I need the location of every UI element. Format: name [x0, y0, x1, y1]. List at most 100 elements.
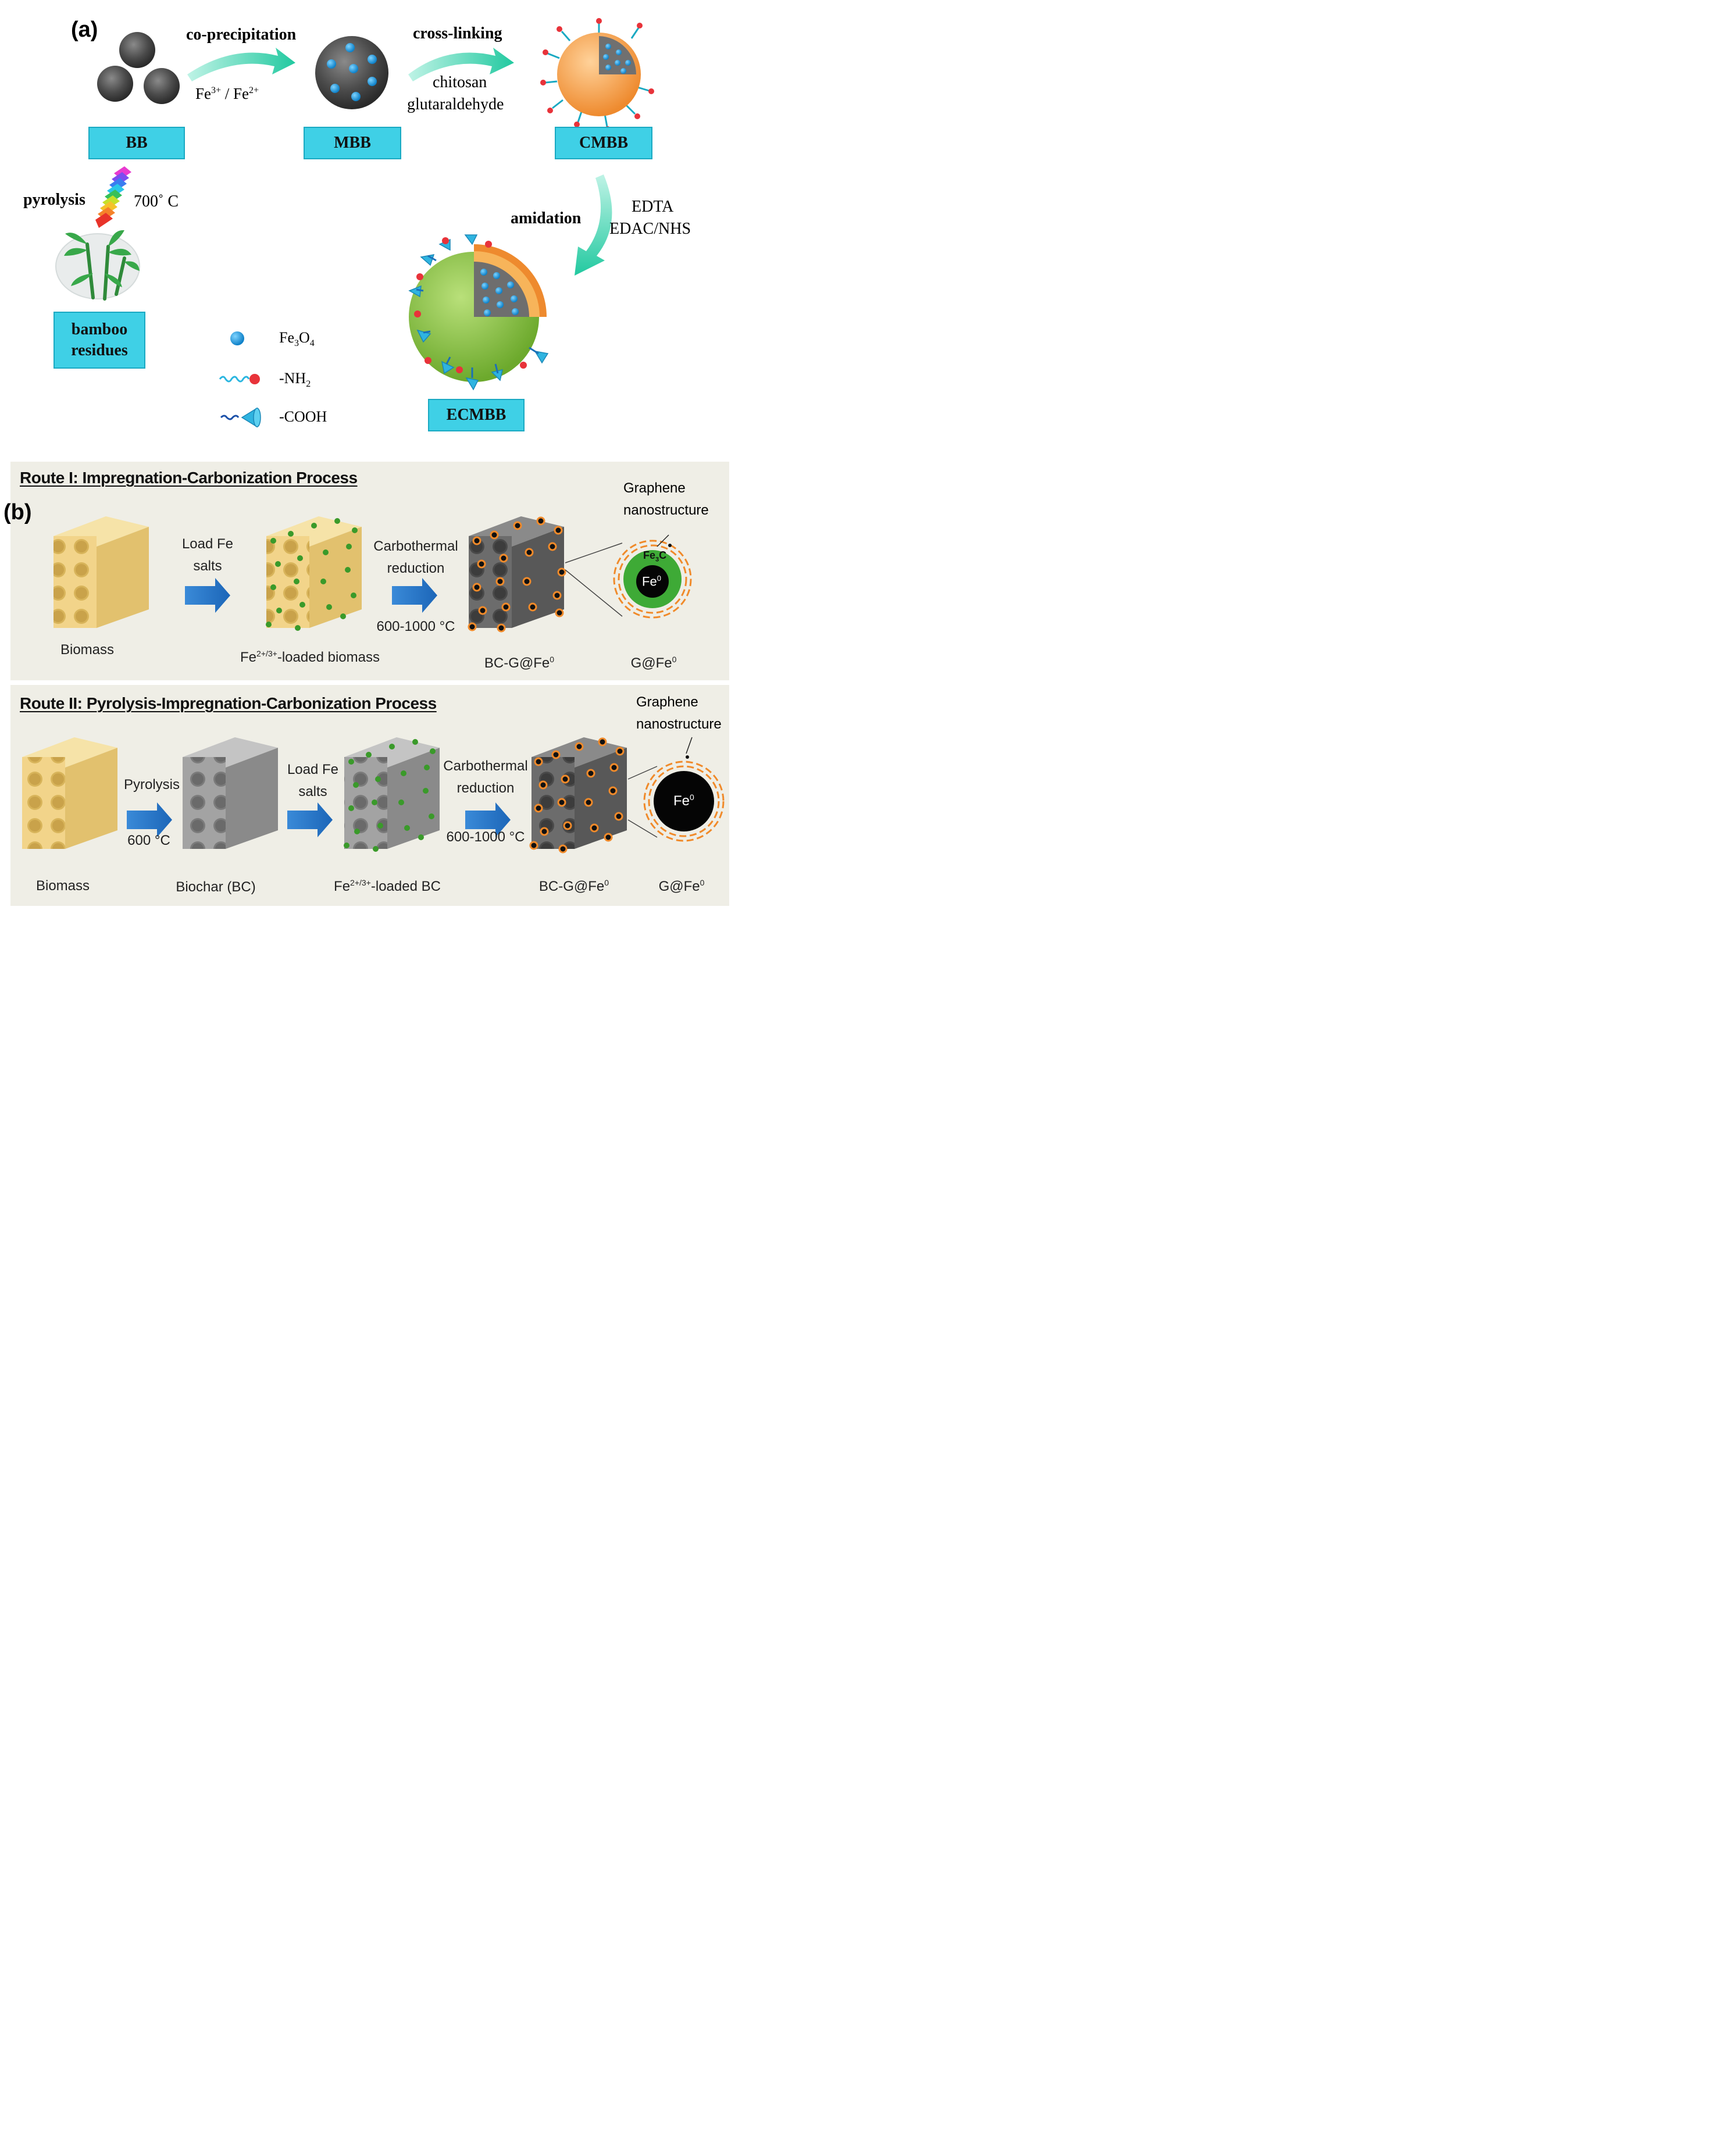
- nh2-base: -NH: [279, 370, 306, 387]
- gfe-pre: G@Fe: [630, 655, 672, 671]
- route2-loaded-sup: 2+/3+: [350, 878, 371, 887]
- route2-step3-line1: Carbothermal: [443, 758, 528, 774]
- route1-label-loaded: Fe2+/3+-loaded biomass: [237, 649, 383, 666]
- fe3c-c: C: [659, 549, 667, 561]
- route2-arrow-2: [287, 802, 333, 837]
- pyrolysis-label: pyrolysis: [23, 191, 85, 209]
- route2-step3-temp: 600-1000 °C: [446, 829, 525, 845]
- route2-step1-temp: 600 °C: [127, 833, 170, 848]
- route1-label-biomass: Biomass: [60, 642, 115, 658]
- cross-linking-reagent-1: chitosan: [433, 73, 487, 91]
- route1-core-fe: Fe0: [642, 574, 661, 588]
- route2-label-biochar: Biochar (BC): [176, 879, 256, 895]
- bamboo-line-2: residues: [71, 341, 128, 359]
- route2-step2-line1: Load Fe: [287, 762, 339, 777]
- route1-arrow-1: [185, 578, 230, 613]
- route1-biomass-block: [53, 516, 149, 628]
- route1-step1-line2: salts: [193, 558, 222, 574]
- bamboo-illustration: [55, 230, 140, 301]
- route2-core-fe-base: Fe: [673, 793, 690, 809]
- route2-label-biomass: Biomass: [35, 878, 90, 894]
- legend-nh2-label: -NH2: [279, 371, 311, 389]
- route1-title: Route I: Impregnation-Carbonization Proc…: [20, 469, 358, 487]
- route1-step2-line2: reduction: [387, 561, 445, 576]
- legend-cooh-label: -COOH: [279, 408, 327, 425]
- reagent-mid: / Fe: [221, 85, 249, 102]
- route2-bcg-block: [529, 737, 627, 854]
- legend-fe3o4-label: Fe3O4: [279, 330, 315, 348]
- bb-spheres: [97, 32, 180, 104]
- panel-b-label: (b): [3, 500, 32, 524]
- fe3o4-o: O: [299, 329, 310, 346]
- route2-graphene-label-2: nanostructure: [636, 716, 722, 732]
- fe3o4-sub2: 4: [309, 338, 315, 349]
- fe3c-sub: 3: [655, 556, 659, 563]
- legend-symbols: [219, 331, 261, 428]
- route2-gfe-sup: 0: [700, 878, 705, 887]
- route2-label-bcg: BC-G@Fe0: [530, 878, 618, 895]
- cross-linking-reagent-2: glutaraldehyde: [407, 95, 504, 113]
- route1-step2-temp: 600-1000 °C: [376, 619, 455, 634]
- fe3o4-sub1: 3: [294, 338, 299, 349]
- fe3o4-fe: Fe: [279, 329, 294, 346]
- co-precipitation-arrow: [187, 48, 295, 81]
- amidation-arrow: [575, 174, 612, 276]
- box-bb: BB: [88, 127, 185, 159]
- route1-zoom-lines: [565, 542, 623, 617]
- reagent-sup1: 3+: [211, 85, 222, 95]
- route2-biomass-block: [22, 737, 117, 849]
- amidation-reagent-1: EDTA: [632, 198, 674, 216]
- amidation-reagent-2: EDAC/NHS: [609, 220, 691, 238]
- bcg-pre: BC-G@Fe: [484, 655, 550, 671]
- route2-core-fe: Fe0: [673, 793, 694, 808]
- figure-diagram: (a) co-precipitation Fe3+ / Fe2+ cross-l…: [0, 0, 730, 909]
- nh2-sub: 2: [306, 379, 311, 390]
- route2-gfe-pre: G@Fe: [658, 879, 700, 894]
- box-cmbb: CMBB: [555, 127, 652, 159]
- route2-biochar-block: [183, 737, 278, 849]
- route2-graphene-label-1: Graphene: [636, 694, 698, 710]
- route2-step2-line2: salts: [298, 784, 327, 799]
- cross-linking-title: cross-linking: [413, 24, 502, 42]
- route2-loaded-fe: Fe: [334, 879, 351, 894]
- panel-a-graphics: [55, 18, 654, 428]
- box-bamboo-residues: bamboo residues: [53, 312, 145, 369]
- route2-zoom-lines: [627, 766, 658, 838]
- fe3c-fe: Fe: [643, 549, 656, 561]
- amidation-title: amidation: [511, 209, 582, 227]
- pyrolysis-temp: 700˚ C: [134, 192, 179, 210]
- core-fe-sup: 0: [657, 574, 661, 583]
- panel-a-label: (a): [71, 17, 98, 42]
- route2-label-gfe: G@Fe0: [652, 878, 711, 895]
- cross-linking-arrow: [408, 48, 514, 81]
- graphene-label-1: Graphene: [623, 480, 686, 496]
- co-precipitation-title: co-precipitation: [186, 26, 297, 44]
- loaded-post: -loaded biomass: [277, 649, 380, 665]
- route2-loaded-block: [344, 737, 440, 852]
- route1-loaded-block: [266, 516, 362, 631]
- box-mbb: MBB: [304, 127, 401, 159]
- route2-label-loaded: Fe2+/3+-loaded BC: [329, 878, 445, 895]
- loaded-fe: Fe: [240, 649, 257, 665]
- route2-core-fe-sup: 0: [690, 793, 694, 802]
- mbb-sphere: [315, 36, 388, 109]
- route2-step1-line1: Pyrolysis: [123, 777, 180, 793]
- cmbb-particle: [540, 18, 654, 132]
- route2-loaded-post: -loaded BC: [370, 879, 441, 894]
- route2-bcg-sup: 0: [604, 878, 609, 887]
- route2-step3-line2: reduction: [456, 780, 515, 796]
- route2-arrow-3: [465, 802, 511, 837]
- route2-bcg-pre: BC-G@Fe: [538, 879, 605, 894]
- route1-fe3c-label: Fe3C: [643, 550, 666, 563]
- graphene-label-2: nanostructure: [623, 502, 709, 518]
- route2-title: Route II: Pyrolysis-Impregnation-Carboni…: [20, 694, 437, 712]
- route2-arrow-1: [127, 802, 172, 837]
- bamboo-line-1: bamboo: [71, 320, 128, 338]
- route1-arrow-2: [392, 578, 437, 613]
- route1-step1-line1: Load Fe: [181, 536, 234, 552]
- co-precipitation-reagent: Fe3+ / Fe2+: [195, 86, 259, 102]
- pyrolysis-arrow: [95, 166, 131, 228]
- core-fe-base: Fe: [642, 574, 657, 589]
- reagent-fe: Fe: [195, 85, 211, 102]
- route1-step2-line1: Carbothermal: [373, 538, 458, 554]
